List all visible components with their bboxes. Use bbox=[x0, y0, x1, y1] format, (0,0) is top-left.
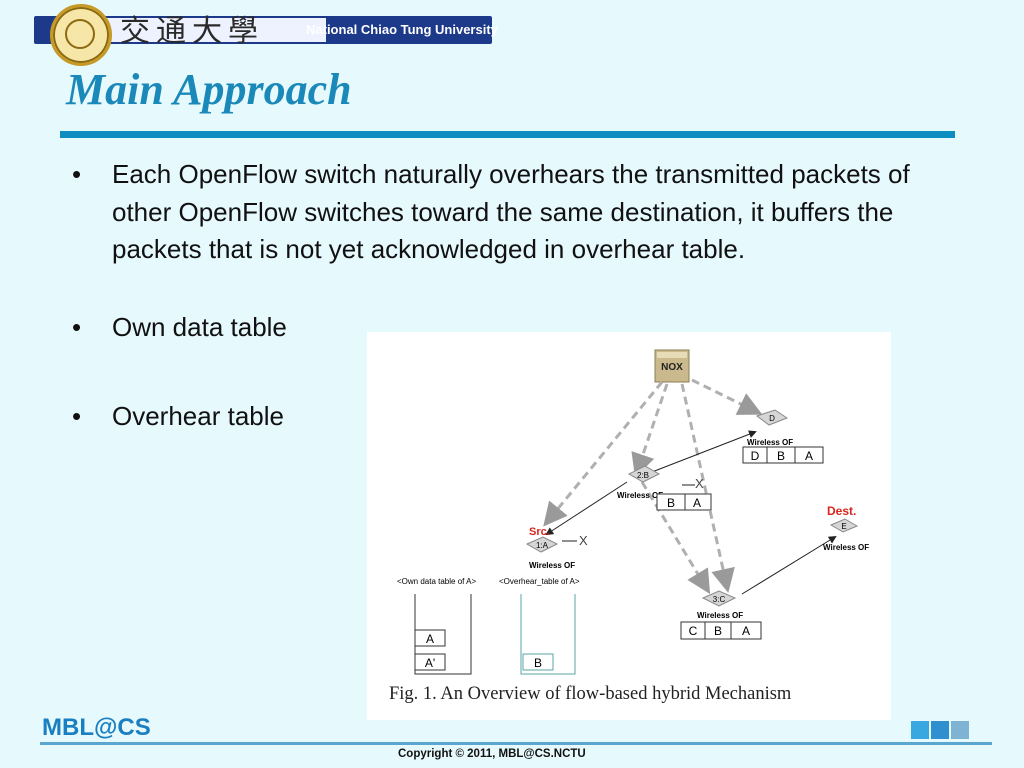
footer-divider bbox=[40, 742, 992, 745]
title-underline bbox=[60, 131, 955, 138]
node-id: 1:A bbox=[536, 541, 549, 550]
data-link bbox=[741, 535, 837, 595]
node-id: 3:C bbox=[713, 595, 726, 604]
university-name-english: National Chiao Tung University bbox=[306, 22, 498, 37]
bullet-item: • Overhear table bbox=[72, 398, 952, 436]
table-cell: B bbox=[534, 656, 542, 670]
bullet-text: Overhear table bbox=[112, 401, 284, 431]
control-link bbox=[543, 381, 664, 527]
table-cell: A bbox=[805, 449, 813, 463]
bullet-marker: • bbox=[72, 401, 82, 431]
network-diagram: NOX X X D Wireless OF D bbox=[397, 349, 869, 675]
node-name: Wireless OF bbox=[747, 438, 793, 447]
node-name: Wireless OF bbox=[529, 561, 575, 570]
node-id: 2:B bbox=[637, 471, 649, 480]
figure-caption: Fig. 1. An Overview of flow-based hybrid… bbox=[389, 684, 792, 704]
table-cell: C bbox=[689, 624, 698, 638]
bullet-list: • Each OpenFlow switch naturally overhea… bbox=[72, 156, 952, 436]
overhear-table-label: <Overhear_table of A> bbox=[499, 577, 580, 586]
data-link bbox=[545, 481, 628, 536]
table-cell: A bbox=[742, 624, 750, 638]
decorative-square bbox=[931, 721, 949, 739]
banner-chinese-band bbox=[94, 18, 326, 42]
switch-node-b: 2:B Wireless OF B A bbox=[617, 465, 712, 511]
table-cell: D bbox=[751, 449, 760, 463]
switch-node-e-destination: Dest. E Wireless OF bbox=[823, 504, 869, 552]
footer-logo: MBL@CS bbox=[42, 714, 151, 741]
control-link bbox=[691, 378, 763, 415]
own-data-table: <Own data table of A> A A' bbox=[397, 577, 476, 675]
node-name: Wireless OF bbox=[823, 543, 869, 552]
switch-node-d: D Wireless OF D B A bbox=[742, 409, 824, 464]
table-cell: A' bbox=[425, 656, 435, 670]
table-cell: B bbox=[667, 496, 675, 510]
bullet-item: • Own data table bbox=[72, 309, 952, 347]
bullet-text: Own data table bbox=[112, 311, 287, 342]
switch-node-c: 3:C Wireless OF C B A bbox=[680, 590, 762, 640]
decorative-square bbox=[911, 721, 929, 739]
nox-controller-icon: NOX bbox=[654, 349, 690, 383]
network-figure: NOX X X D Wireless OF D bbox=[367, 332, 891, 720]
table-cell: B bbox=[777, 449, 785, 463]
slide-title: Main Approach bbox=[66, 65, 352, 114]
data-link bbox=[651, 430, 757, 473]
control-link bbox=[631, 383, 669, 478]
university-name-chinese: 交通大學 bbox=[120, 14, 264, 49]
cross-mark: X bbox=[695, 476, 704, 491]
node-id: D bbox=[769, 414, 775, 423]
own-table-label: <Own data table of A> bbox=[397, 577, 476, 586]
copyright-text: Copyright © 2011, MBL@CS.NCTU bbox=[398, 748, 586, 760]
decorative-square bbox=[951, 721, 969, 739]
bullet-marker: • bbox=[72, 159, 82, 189]
switch-node-a-source: Src. 1:A Wireless OF bbox=[525, 526, 575, 570]
source-tag: Src. bbox=[529, 526, 550, 538]
university-seal-logo bbox=[50, 4, 112, 66]
cross-mark: X bbox=[579, 533, 588, 548]
table-cell: B bbox=[714, 624, 722, 638]
bullet-marker: • bbox=[72, 311, 82, 342]
overhear-table: <Overhear_table of A> B bbox=[499, 577, 580, 675]
table-cell: A bbox=[693, 496, 701, 510]
node-name: Wireless OF bbox=[617, 491, 663, 500]
bullet-item: • Each OpenFlow switch naturally overhea… bbox=[72, 156, 952, 269]
node-name: Wireless OF bbox=[697, 611, 743, 620]
bullet-text: Each OpenFlow switch naturally overhears… bbox=[112, 159, 910, 264]
node-id: E bbox=[841, 522, 846, 531]
footer-decorative-squares bbox=[911, 721, 971, 744]
controller-label: NOX bbox=[661, 362, 683, 373]
table-cell: A bbox=[426, 632, 434, 646]
destination-tag: Dest. bbox=[827, 504, 856, 518]
control-link bbox=[680, 383, 735, 593]
control-link bbox=[640, 481, 711, 595]
